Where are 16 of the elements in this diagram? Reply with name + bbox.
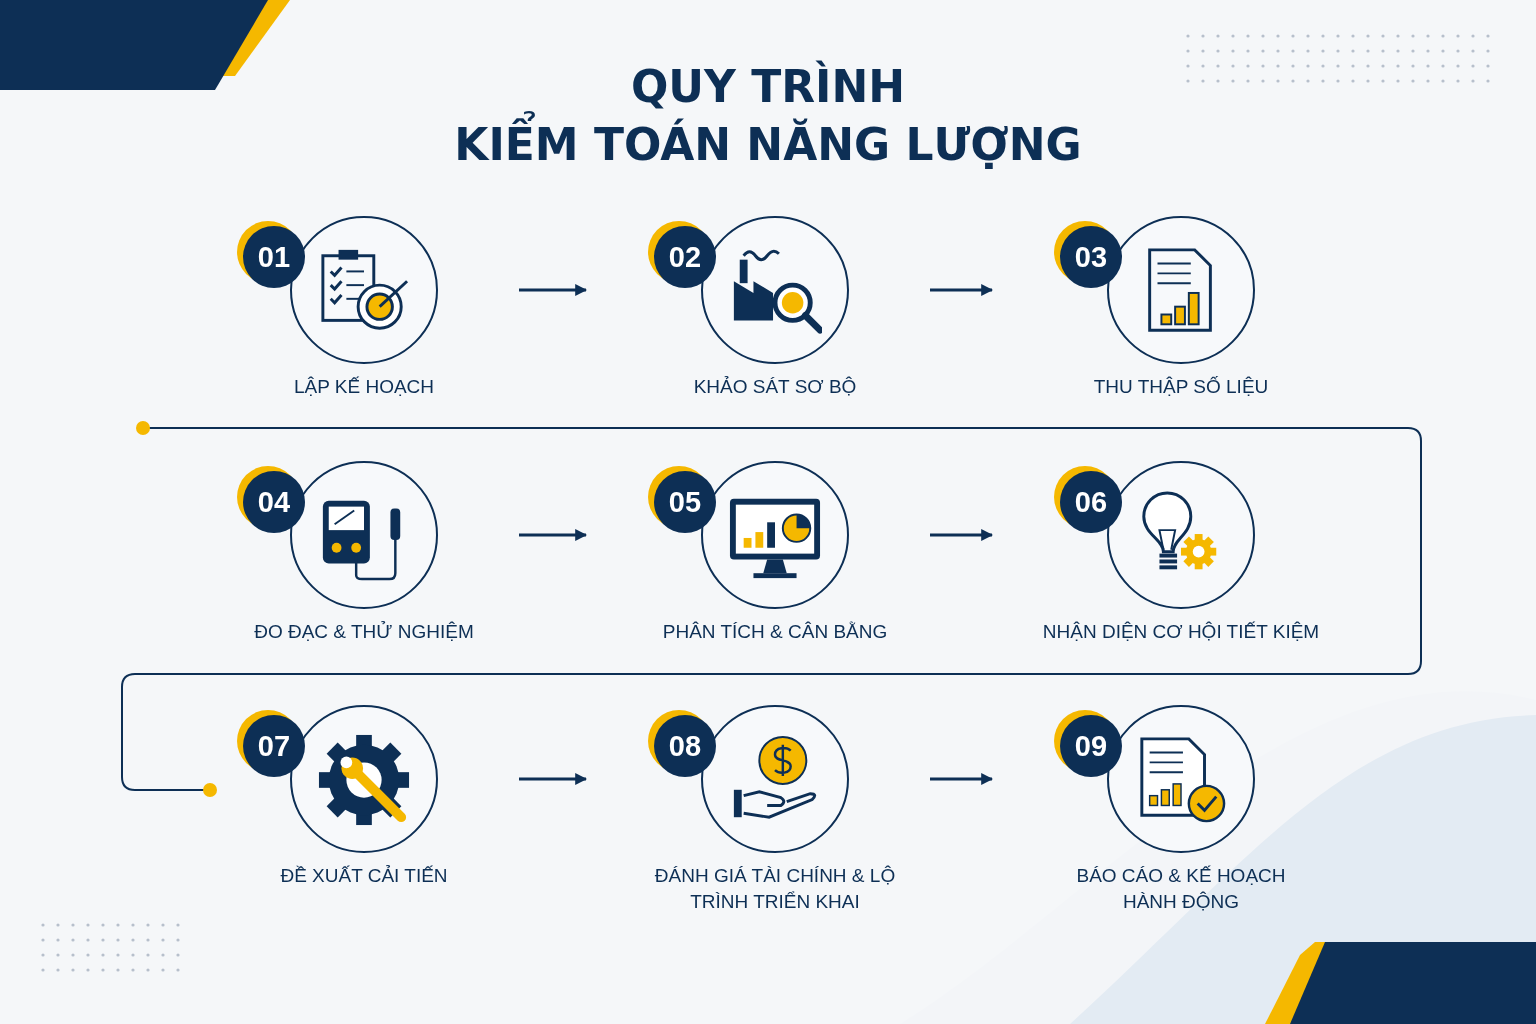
step-label: NHẬN DIỆN CƠ HỘI TIẾT KIỆM: [1041, 620, 1321, 644]
title: QUY TRÌNH KIỂM TOÁN NĂNG LƯỢNG: [453, 59, 1083, 172]
step-label: THU THẬP SỐ LIỆU: [1092, 375, 1270, 399]
step-label: ĐO ĐẠC & THỬ NGHIỆM: [253, 620, 475, 644]
step-label: ĐÁNH GIÁ TÀI CHÍNH & LỘ TRÌNH TRIỂN KHAI: [653, 864, 897, 914]
step-label: ĐỀ XUẤT CẢI TIẾN: [279, 864, 449, 888]
step-label: LẬP KẾ HOẠCH: [292, 375, 436, 399]
arrow: [930, 773, 994, 785]
arrow: [519, 529, 588, 541]
arrow: [930, 284, 994, 296]
step-label: KHẢO SÁT SƠ BỘ: [692, 375, 858, 399]
step-label: BÁO CÁO & KẾ HOẠCH HÀNH ĐỘNG: [1075, 864, 1287, 914]
arrow: [519, 773, 588, 785]
arrow: [930, 529, 994, 541]
step-label: PHÂN TÍCH & CÂN BẰNG: [661, 620, 889, 644]
arrow: [519, 284, 588, 296]
